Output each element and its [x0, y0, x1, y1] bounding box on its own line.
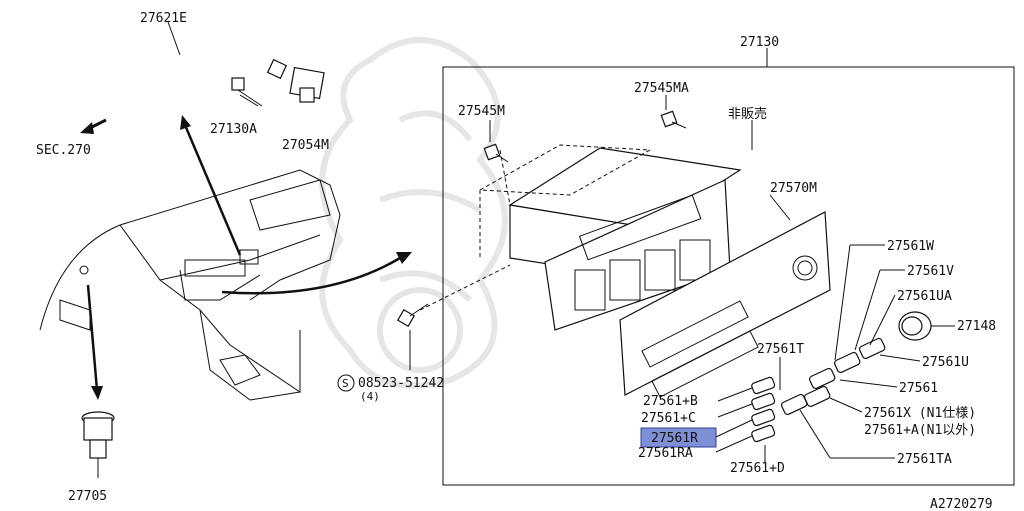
label-27561A: 27561+A(N1以外): [864, 423, 976, 438]
arrow-to-27705: [86, 284, 99, 391]
label-27130: 27130: [740, 35, 779, 50]
label-27570M: 27570M: [770, 181, 817, 196]
assembly-frame: [442, 66, 1015, 486]
label-27561U: 27561U: [922, 355, 969, 370]
screw-27545MA: [660, 110, 687, 129]
arrow-to-unit: [221, 256, 401, 295]
reference-code: A2720279: [930, 497, 993, 511]
label-screw-s: S: [342, 377, 349, 390]
label-27561TA: 27561TA: [897, 452, 952, 467]
clip-27705: [81, 411, 115, 459]
screw-08523: [396, 303, 429, 328]
screw-symbol: [337, 374, 355, 392]
label-27561UA: 27561UA: [897, 289, 952, 304]
label-27545MA: 27545MA: [634, 81, 689, 96]
label-sec270[interactable]: SEC.270: [36, 143, 91, 158]
label-27561: 27561: [899, 381, 938, 396]
watermark-emblem: [319, 37, 508, 389]
sec-arrowhead: [80, 122, 94, 134]
label-27561W: 27561W: [887, 239, 934, 254]
front-panel-27570M: [619, 211, 831, 398]
label-27561X: 27561X (N1仕様): [864, 406, 976, 421]
label-08523: 08523-51242: [358, 376, 444, 391]
label-27561D: 27561+D: [730, 461, 785, 476]
leader-lines: [715, 244, 921, 462]
highlight-27561R: [640, 427, 717, 448]
label-27561RA: 27561RA: [638, 446, 693, 461]
label-qty4: (4): [360, 390, 380, 403]
control-unit: [478, 144, 742, 331]
label-27148: 27148: [957, 319, 996, 334]
label-27621E: 27621E: [140, 11, 187, 26]
screw-27545M: [483, 143, 509, 163]
vacuum-hose: [108, 39, 325, 121]
dashboard-sketch: [39, 169, 341, 401]
label-27561T: 27561T: [757, 342, 804, 357]
leader-27621E: [167, 21, 181, 56]
label-27561B: 27561+B: [643, 394, 698, 409]
label-27561C: 27561+C: [641, 411, 696, 426]
label-27705: 27705: [68, 489, 107, 504]
label-27561R: 27561R: [651, 431, 698, 446]
label-27561V: 27561V: [907, 264, 954, 279]
label-27130A: 27130A: [210, 122, 257, 137]
knob-27148: [898, 311, 932, 341]
label-hihanbai: 非販売: [728, 106, 767, 122]
arrow-to-hose: [183, 124, 242, 256]
label-27545M: 27545M: [458, 104, 505, 119]
button-set: [751, 337, 886, 443]
label-27054M: 27054M: [282, 138, 329, 153]
screw-27130A: [231, 77, 263, 107]
